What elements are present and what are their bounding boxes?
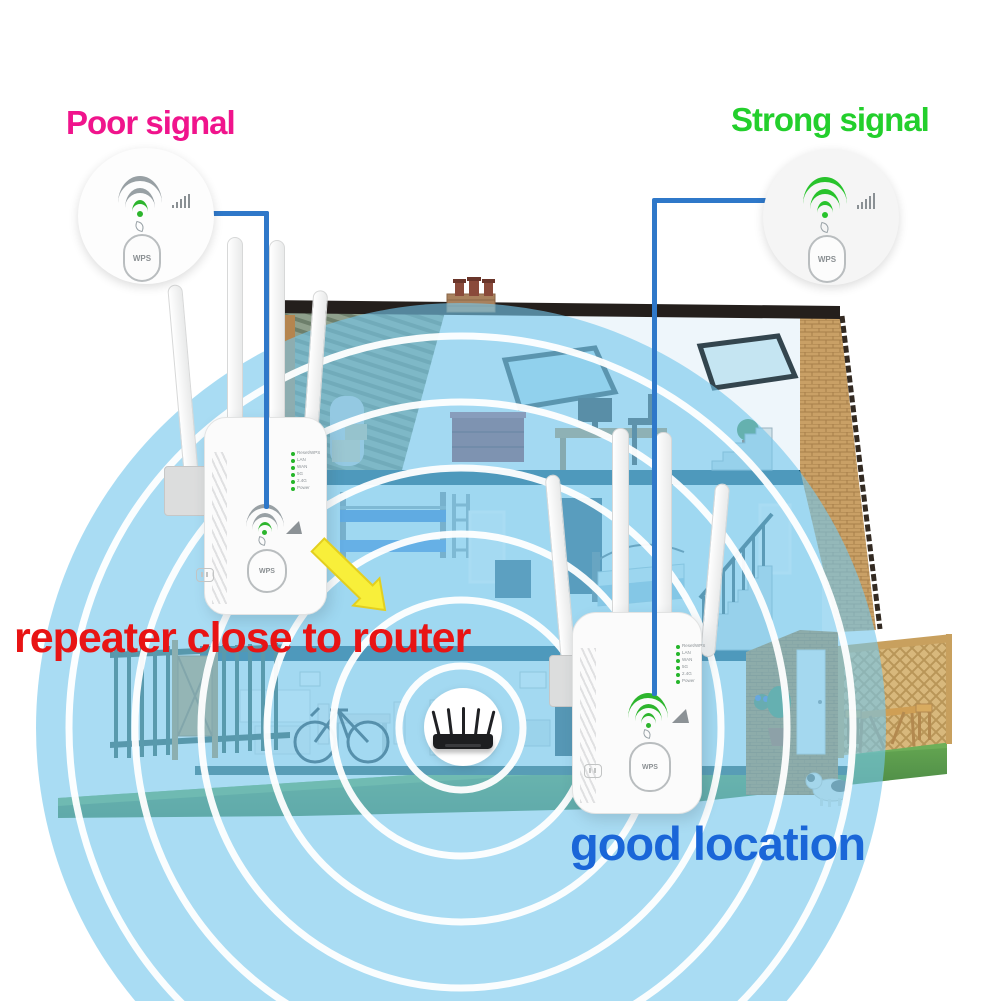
wifi-dot-icon [262,530,267,535]
poor-signal-connector-line [264,211,269,509]
wps-button-label: WPS [259,567,275,575]
wifi-arc-green-icon [803,177,847,204]
router-antenna [446,708,453,736]
router-badge [424,688,502,766]
wifi-arc-green-icon [810,189,840,209]
strong-signal-caption: Strong signal [731,101,930,138]
signal-bars-icon [172,194,190,208]
wifi-arc-green-icon [641,713,656,724]
wifi-arc-green-icon [817,201,833,213]
poor-signal-caption: Poor signal [66,104,236,141]
signal-wedge-icon [672,706,689,723]
wifi-arc-green-icon [258,522,272,532]
antenna [269,240,285,435]
strong-signal-connector-line [654,198,768,203]
led-indicators: Reset/WPS LAN WAN 5G 2.4G Power [676,644,705,684]
antenna [227,237,243,435]
wifi-dot-icon [822,212,828,218]
led-label: 2.4G [297,478,307,484]
led-label: Reset/WPS [297,450,321,456]
wps-button-label: WPS [642,763,658,771]
led-label: Power [297,485,310,491]
wps-button-label: WPS [817,254,837,264]
good-location-caption: good location [570,817,866,870]
wifi-arc-weak-icon [125,188,155,208]
wps-button: WPS [629,742,671,792]
outlet-icon [584,764,602,778]
led-label: Power [682,678,695,684]
led-label: WAN [682,657,693,663]
led-label: WAN [297,464,308,470]
poor-signal-badge: WPS [78,148,214,284]
led-label: LAN [297,457,306,463]
signal-bars-icon [857,193,875,209]
wifi-arc-weak-icon [252,513,278,530]
antenna [655,432,672,631]
wps-button-label: WPS [132,253,152,263]
wifi-arc-green-icon [635,704,662,721]
wifi-dot-icon [646,723,651,728]
led-indicators: Reset/WPS LAN WAN 5G 2.4G Power [291,451,320,491]
wps-button: WPS [123,234,161,282]
wifi-arc-green-icon [628,693,668,718]
wifi-arc-weak-icon [118,176,162,203]
led-label: 5G [297,471,304,477]
wifi-arc-green-icon [132,200,148,212]
router-body [433,734,493,749]
router-antenna [474,708,481,736]
strong-signal-badge: WPS [763,149,899,285]
led-label: Reset/WPS [682,643,706,649]
led-label: 5G [682,664,689,670]
router-antenna [462,707,465,734]
signal-wedge-icon [286,518,302,534]
leaf-icon [818,221,831,234]
led-label: LAN [682,650,691,656]
poor-signal-connector-line [203,211,269,216]
vent-grille [580,648,596,803]
repeater-close-caption: repeater close to router [14,614,471,662]
antenna [612,428,629,630]
strong-signal-connector-line [652,198,657,696]
led-label: 2.4G [682,671,692,677]
wifi-dot-icon [137,211,143,217]
leaf-icon [133,220,146,233]
vent-grille [212,452,227,604]
outlet-icon [196,568,214,582]
wps-button: WPS [247,549,287,593]
wps-button: WPS [808,235,846,283]
